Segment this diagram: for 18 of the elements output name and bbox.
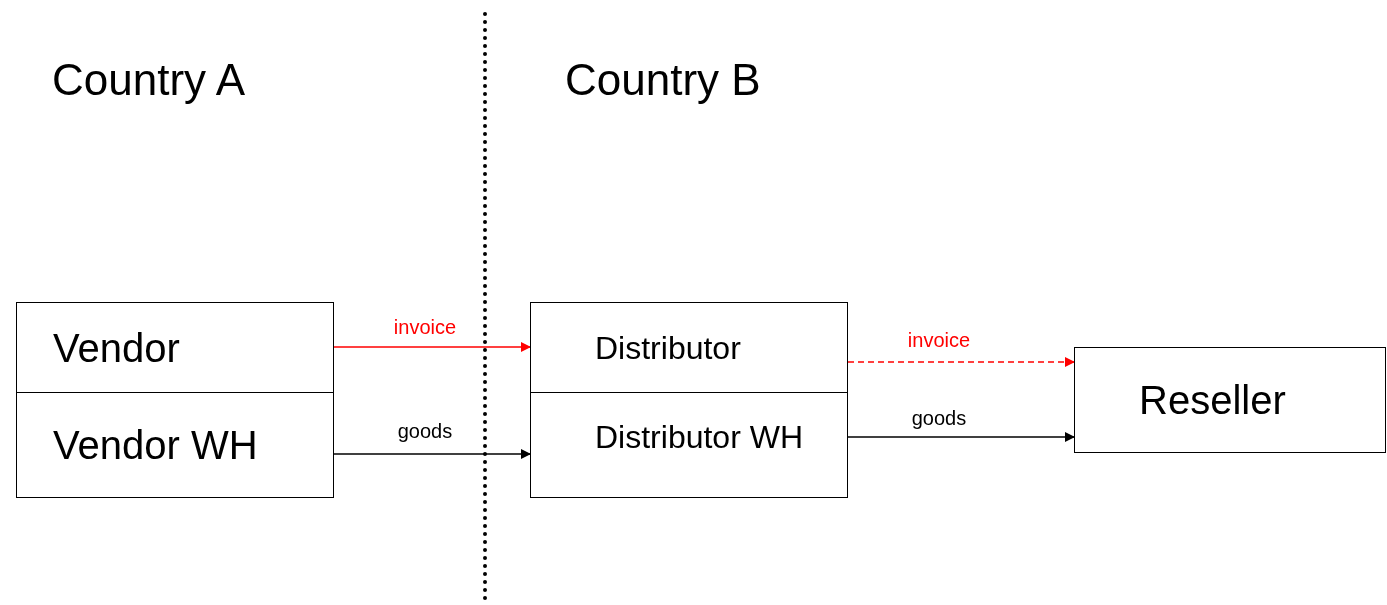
- box-text: Vendor WH: [53, 422, 258, 469]
- process-box: [16, 302, 334, 393]
- arrow: [847, 357, 1075, 367]
- edge-label: goods: [395, 421, 455, 441]
- region-heading: Country A: [52, 58, 246, 102]
- edge-label: goods: [909, 408, 969, 428]
- box-text: Distributor: [595, 328, 741, 368]
- process-box: [530, 302, 848, 393]
- arrow: [333, 342, 531, 352]
- region-heading: Country B: [565, 58, 761, 102]
- arrow: [847, 432, 1075, 442]
- box-text: Distributor WH: [595, 421, 803, 455]
- process-box: [16, 392, 334, 498]
- box-text: Reseller: [1139, 377, 1286, 424]
- process-box: [530, 392, 848, 498]
- process-box: [1074, 347, 1386, 453]
- arrow: [333, 449, 531, 459]
- box-text: Vendor: [53, 324, 180, 372]
